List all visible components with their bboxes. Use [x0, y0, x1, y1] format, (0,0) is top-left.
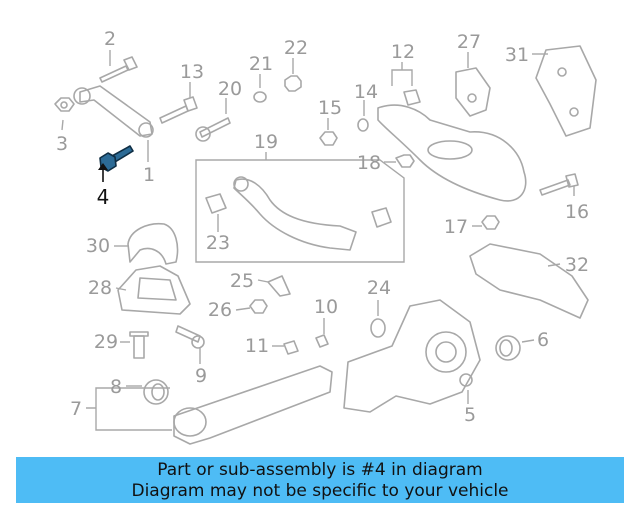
callout-25: 25: [230, 270, 254, 292]
part-28-mount: [117, 265, 191, 315]
part-19-box: [195, 159, 405, 263]
leader-lines: [61, 50, 575, 431]
callout-4: 4: [97, 185, 110, 209]
callout-17: 17: [444, 216, 468, 238]
callout-22: 22: [284, 37, 308, 59]
callout-32: 32: [565, 254, 589, 276]
callout-31: 31: [505, 44, 529, 66]
part-27-bracket: [455, 67, 491, 117]
callout-26: 26: [208, 299, 232, 321]
callout-8: 8: [110, 376, 122, 398]
part-25-clip: [267, 275, 291, 297]
callout-21: 21: [249, 53, 273, 75]
part-13-bolt: [159, 96, 198, 124]
part-5-knuckle: [343, 299, 481, 413]
callout-24: 24: [367, 277, 391, 299]
banner-line-disclaimer: Diagram may not be specific to your vehi…: [131, 481, 509, 501]
callout-20: 20: [218, 78, 242, 100]
callout-3: 3: [56, 133, 68, 155]
callout-30: 30: [86, 235, 110, 257]
part-14-washer: [357, 118, 369, 132]
part-32-reinforcement: [469, 243, 589, 319]
callout-19: 19: [254, 131, 278, 153]
part-31-mount: [535, 45, 597, 137]
part-2-bolt: [99, 56, 138, 83]
part-21-washer: [253, 91, 267, 103]
callout-23: 23: [206, 232, 230, 254]
callout-12: 12: [391, 41, 415, 63]
part-16-bolt: [539, 173, 579, 196]
part-7-trailing-arm: [173, 365, 333, 445]
part-10-bolt: [315, 334, 329, 348]
part-11-bolt: [283, 340, 299, 355]
part-20-bolt: [195, 117, 231, 142]
callout-7: 7: [70, 398, 82, 420]
callout-2: 2: [104, 28, 116, 50]
callout-11: 11: [245, 335, 269, 357]
part-29-bolt: [129, 331, 149, 359]
callout-10: 10: [314, 296, 338, 318]
part-15-nut: [319, 131, 338, 146]
callout-28: 28: [88, 277, 112, 299]
part-24-washer: [370, 318, 386, 338]
part-30-bushing: [127, 222, 179, 265]
callout-labels: 2 3 1 4 13 20 21 22 15 14 12 27 31 19 18…: [56, 28, 589, 426]
callout-18: 18: [357, 152, 381, 174]
callout-13: 13: [180, 61, 204, 83]
part-8-bushing: [143, 379, 169, 405]
part-12-lower-arm: [377, 89, 527, 202]
part-18-bolt: [395, 154, 415, 168]
callout-27: 27: [457, 31, 481, 53]
part-1-lateral-link: [73, 85, 154, 138]
part-3-nut: [54, 97, 75, 112]
callout-6: 6: [537, 329, 549, 351]
callout-14: 14: [354, 81, 378, 103]
part-9-bolt: [175, 325, 205, 349]
callout-29: 29: [94, 331, 118, 353]
callout-15: 15: [318, 97, 342, 119]
banner-line-part: Part or sub-assembly is #4 in diagram: [157, 460, 483, 480]
part-26-nut: [249, 299, 268, 314]
callout-9: 9: [195, 365, 207, 387]
part-17-nut: [481, 215, 500, 230]
info-banner: Part or sub-assembly is #4 in diagram Di…: [16, 457, 624, 503]
callout-16: 16: [565, 201, 589, 223]
part-22-nut: [284, 75, 302, 92]
part-6-bushing: [495, 335, 521, 361]
callout-1: 1: [143, 164, 155, 186]
callout-5: 5: [464, 404, 476, 426]
